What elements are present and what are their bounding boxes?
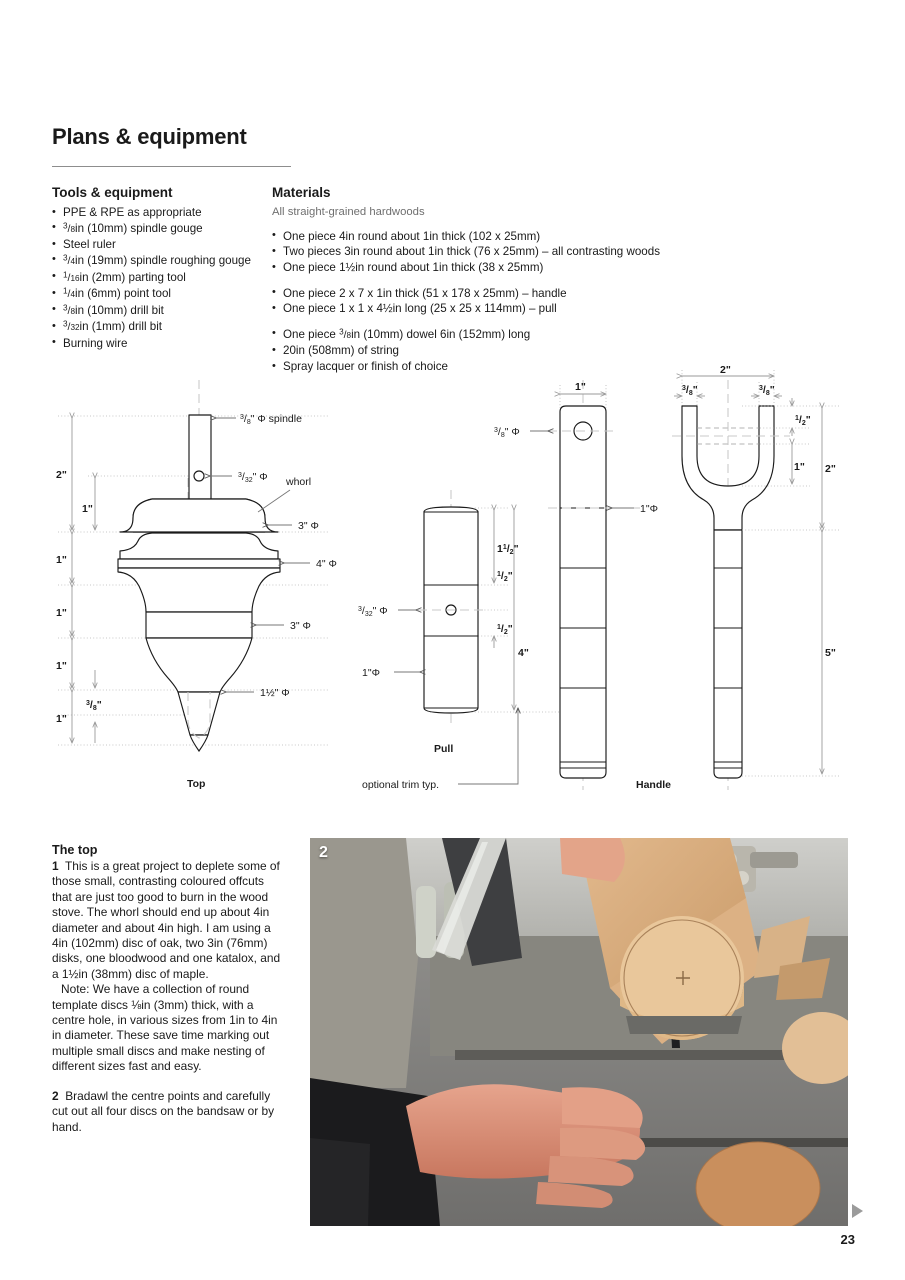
- photo-illustration: [310, 838, 848, 1226]
- photo-number-badge: 2: [319, 844, 328, 861]
- tools-equipment-column: Tools & equipment PPE & RPE as appropria…: [52, 185, 257, 352]
- drawing-handle: 1" 3/8" Φ 1"Φ Handle: [494, 364, 840, 791]
- article-step-2: 2 Bradawl the centre points and carefull…: [52, 1089, 287, 1135]
- drawing-caption-handle: Handle: [636, 779, 671, 791]
- list-item: Spray lacquer or finish of choice: [272, 359, 852, 375]
- drawing-pull: 11/2" 1/2" 1/2" 4" 3/32" Φ 1"Φ Pull opti…: [358, 490, 560, 791]
- list-item: Steel ruler: [52, 237, 257, 253]
- page-number: 23: [840, 1232, 855, 1247]
- materials-column: Materials All straight-grained hardwoods…: [272, 185, 852, 375]
- dim-label: 2": [825, 463, 836, 475]
- callout-3in-a: 3" Φ: [298, 520, 319, 532]
- dim-label: 11/2": [497, 543, 519, 556]
- top-vertical-dimensions: 2" 1" 1" 1" 1" 1" 3/8": [56, 418, 102, 743]
- list-item: Two pieces 3in round about 1in thick (76…: [272, 244, 852, 260]
- drawing-top: 2" 1" 1" 1" 1" 1" 3/8": [56, 380, 337, 790]
- dim-label: 3/8": [86, 699, 102, 712]
- dim-label: 2": [720, 364, 731, 376]
- process-photo: 2: [310, 838, 848, 1226]
- lower-cone: [145, 637, 253, 693]
- triangle-right-icon: [852, 1204, 863, 1218]
- list-item: 3/32in (1mm) drill bit: [52, 319, 257, 336]
- callout-pull-dia: 1"Φ: [362, 667, 380, 679]
- article-note: Note: We have a collection of round temp…: [52, 982, 278, 1074]
- tip-point: [189, 734, 209, 752]
- callout-handle-dia: 1"Φ: [640, 503, 658, 515]
- handle-fork: [681, 405, 775, 531]
- callout-handle-hole: 3/8" Φ: [494, 426, 520, 439]
- spindle-hole: [193, 470, 205, 482]
- dim-label: 1": [56, 554, 67, 566]
- callout-pull-hole: 3/32" Φ: [358, 605, 388, 618]
- callout-spindle: 3/8" Φ spindle: [240, 413, 302, 426]
- disc-4in-band: [117, 558, 281, 569]
- dim-label: 5": [825, 647, 836, 659]
- dim-label: 2": [56, 469, 67, 481]
- dim-label: 1": [56, 607, 67, 619]
- step-number: 2: [52, 1088, 59, 1103]
- list-item: 20in (508mm) of string: [272, 343, 852, 359]
- drawing-caption-top: Top: [187, 778, 205, 790]
- list-item: 3/8in (10mm) drill bit: [52, 302, 257, 320]
- page-title: Plans & equipment: [52, 124, 247, 149]
- disc-top-bevel: [119, 532, 279, 560]
- list-item: 1/16in (2mm) parting tool: [52, 269, 257, 287]
- dim-label: 1/2": [497, 570, 513, 583]
- list-item: 3/8in (10mm) spindle gouge: [52, 220, 257, 238]
- tip-taper: [177, 691, 221, 736]
- handle-side-body: [713, 529, 743, 779]
- top-callouts: 3/8" Φ spindle 3/32" Φ whorl 3" Φ 4" Φ 3…: [210, 413, 337, 699]
- callout-3in-b: 3" Φ: [290, 620, 311, 632]
- callout-4in: 4" Φ: [316, 558, 337, 570]
- list-item: One piece 1½in round about 1in thick (38…: [272, 260, 852, 276]
- dim-label: 1": [82, 503, 93, 515]
- callout-hole: 3/32" Φ: [238, 471, 268, 484]
- materials-heading: Materials: [272, 185, 331, 200]
- materials-note: All straight-grained hardwoods: [272, 206, 425, 219]
- drawing-caption-pull: Pull: [434, 743, 453, 755]
- step-text: Bradawl the centre points and carefully …: [52, 1088, 275, 1134]
- step-text: This is a great project to deplete some …: [52, 859, 281, 981]
- article-step-1: 1 This is a great project to deplete som…: [52, 859, 287, 982]
- title-divider: [52, 166, 291, 167]
- callout-1-5in: 1½" Φ: [260, 687, 290, 699]
- list-item: One piece 2 x 7 x 1in thick (51 x 178 x …: [272, 285, 852, 302]
- list-item: One piece 4in round about 1in thick (102…: [272, 228, 852, 245]
- materials-list: One piece 4in round about 1in thick (102…: [272, 228, 852, 375]
- article-column: The top 1 This is a great project to dep…: [52, 843, 287, 1135]
- optional-trim-label: optional trim typ.: [362, 779, 439, 791]
- dim-label: 1": [575, 381, 586, 393]
- callout-whorl: whorl: [285, 476, 311, 488]
- dim-label: 1": [794, 461, 805, 473]
- dim-label: 1": [56, 713, 67, 725]
- disc-3in-band: [145, 611, 253, 639]
- list-item: PPE & RPE as appropriate: [52, 205, 257, 221]
- dim-label: 1": [56, 660, 67, 672]
- list-item: One piece 1 x 1 x 4½in long (25 x 25 x 1…: [272, 301, 852, 317]
- tools-heading: Tools & equipment: [52, 185, 173, 200]
- list-item: Burning wire: [52, 335, 257, 352]
- tools-list: PPE & RPE as appropriate 3/8in (10mm) sp…: [52, 205, 257, 351]
- drawings-svg: .ol{fill:#ffffff;stroke:#1a1a1a;stroke-w…: [56, 364, 840, 791]
- disc-lower-bevel: [117, 567, 281, 613]
- list-item: 1/4in (6mm) point tool: [52, 286, 257, 303]
- dim-label: 4": [518, 647, 529, 659]
- whorl-upper: [119, 498, 279, 533]
- handle-front-body: [559, 405, 607, 779]
- dim-label: 1/2": [497, 623, 513, 636]
- step-number: 1: [52, 859, 59, 873]
- technical-drawings: .ol{fill:#ffffff;stroke:#1a1a1a;stroke-w…: [0, 360, 905, 810]
- dim-label: 3/8": [682, 384, 698, 397]
- article-heading: The top: [52, 843, 98, 857]
- list-item: 3/4in (19mm) spindle roughing gouge: [52, 252, 257, 270]
- dim-label: 1/2": [795, 414, 811, 427]
- list-item: One piece 3/8in (10mm) dowel 6in (152mm)…: [272, 326, 852, 344]
- dim-label: 3/8": [759, 384, 775, 397]
